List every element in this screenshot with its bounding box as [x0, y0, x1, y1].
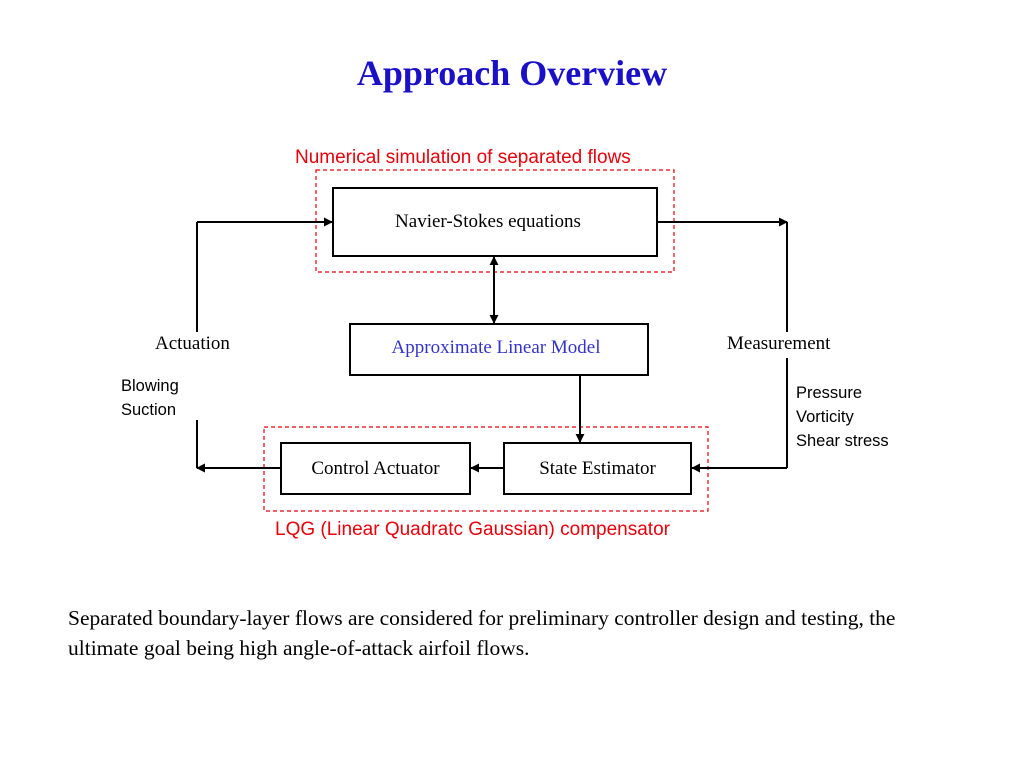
actuation-item-blowing: Blowing: [121, 377, 179, 395]
state-estimator-box: State Estimator: [503, 442, 692, 495]
measurement-label: Measurement: [727, 333, 831, 354]
actuation-label: Actuation: [155, 333, 230, 354]
compensator-group-label: LQG (Linear Quadratc Gaussian) compensat…: [275, 519, 670, 540]
description-paragraph: Separated boundary-layer flows are consi…: [68, 606, 896, 660]
control-actuator-box: Control Actuator: [280, 442, 471, 495]
state-estimator-label: State Estimator: [539, 457, 656, 479]
measurement-item-shear-stress: Shear stress: [796, 432, 889, 450]
navier-stokes-label: Navier-Stokes equations: [395, 211, 581, 232]
linear-model-box: Approximate Linear Model: [349, 323, 649, 376]
navier-stokes-box: Navier-Stokes equations: [332, 187, 658, 257]
measurement-list: Pressure Vorticity Shear stress: [796, 381, 889, 453]
actuation-item-suction: Suction: [121, 401, 177, 419]
measurement-item-vorticity: Vorticity: [796, 408, 854, 426]
simulation-group-label: Numerical simulation of separated flows: [295, 147, 631, 168]
measurement-item-pressure: Pressure: [796, 384, 863, 402]
control-actuator-label: Control Actuator: [311, 457, 440, 479]
linear-model-label: Approximate Linear Model: [391, 336, 601, 358]
actuation-list: Blowing Suction: [121, 374, 179, 422]
page-title: Approach Overview: [356, 53, 668, 93]
